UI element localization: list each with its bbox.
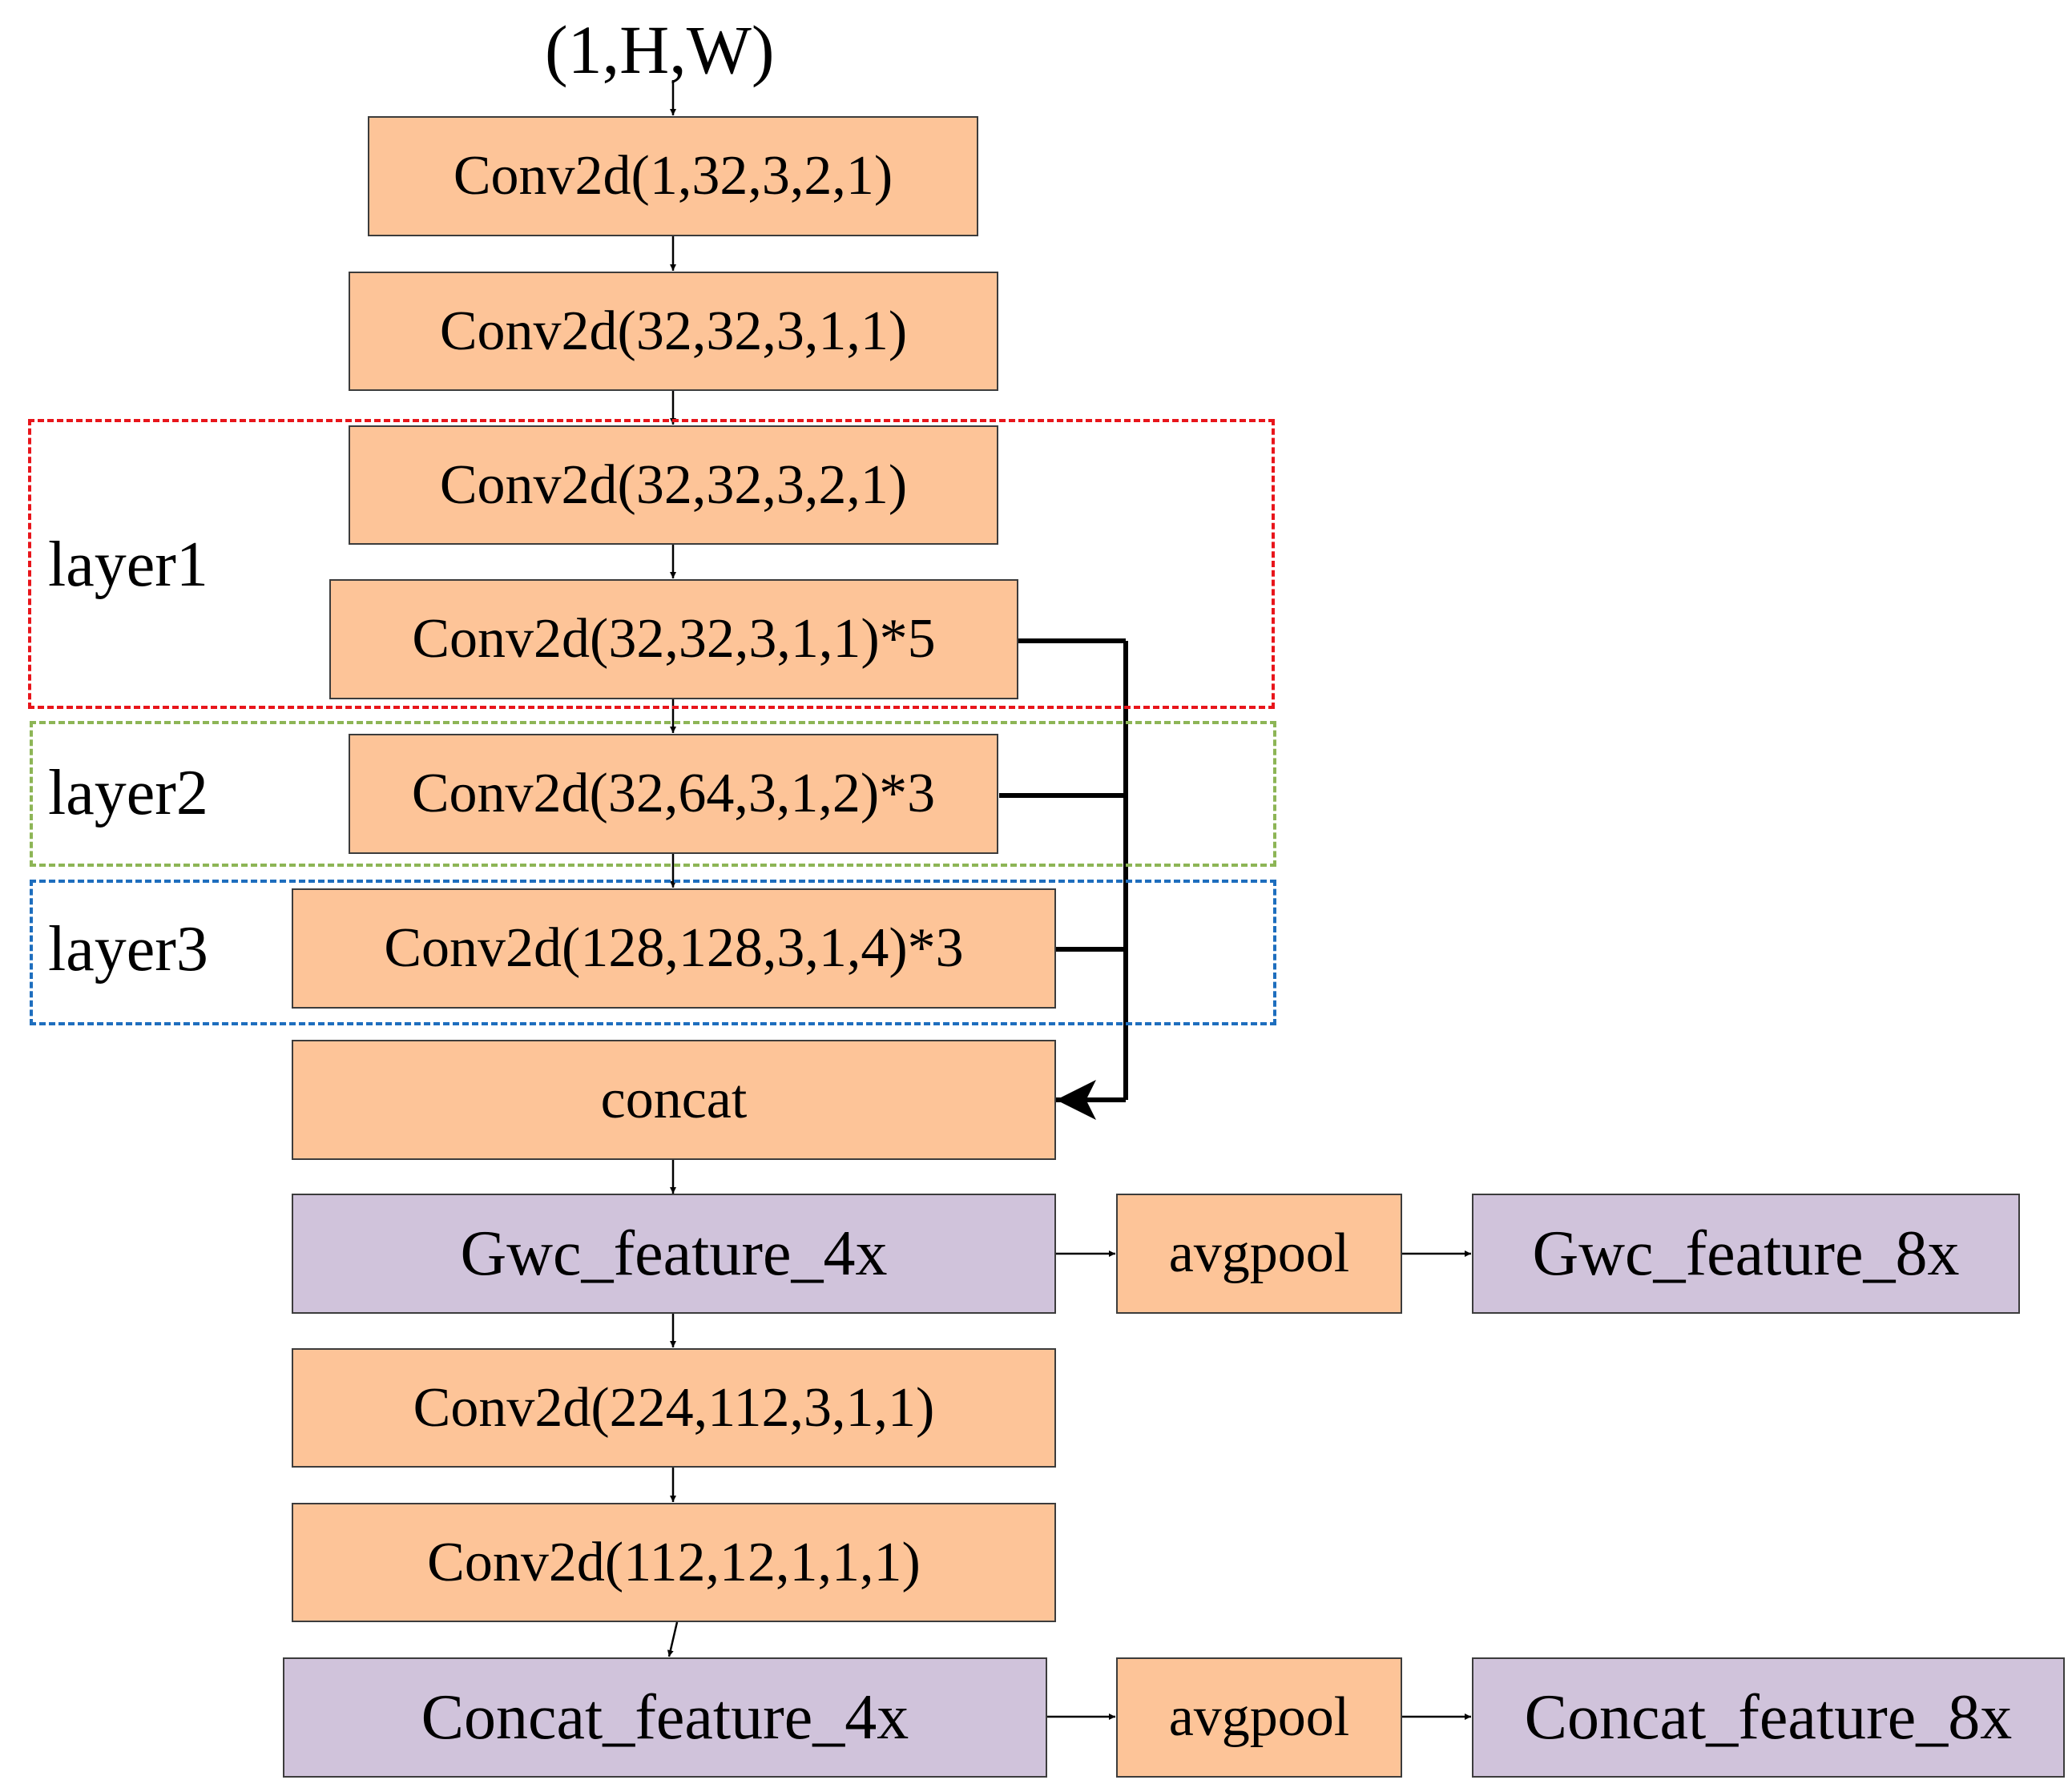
concat-feature-4x-block: Concat_feature_4x bbox=[283, 1657, 1047, 1778]
layer2-group-frame bbox=[30, 721, 1276, 867]
layer3-label: layer3 bbox=[48, 914, 208, 985]
layer2-label: layer2 bbox=[48, 758, 208, 828]
gwc-feature-8x-block: Gwc_feature_8x bbox=[1472, 1194, 2020, 1314]
conv6-block: Conv2d(128,128,3,1,4)*3 bbox=[292, 888, 1056, 1009]
avgpool-block-1: avgpool bbox=[1116, 1194, 1402, 1314]
conv7-block: Conv2d(224,112,3,1,1) bbox=[292, 1348, 1056, 1468]
layer3-group-frame bbox=[30, 880, 1276, 1025]
conv2-block: Conv2d(32,32,3,1,1) bbox=[349, 272, 998, 391]
layer1-group-frame bbox=[28, 419, 1275, 709]
concat-block: concat bbox=[292, 1040, 1056, 1160]
conv4-block: Conv2d(32,32,3,1,1)*5 bbox=[329, 579, 1018, 699]
conv8-block: Conv2d(112,12,1,1,1) bbox=[292, 1503, 1056, 1622]
conv1-block: Conv2d(1,32,3,2,1) bbox=[368, 116, 978, 236]
conv5-block: Conv2d(32,64,3,1,2)*3 bbox=[349, 734, 998, 854]
input-shape-label: (1,H,W) bbox=[545, 11, 775, 88]
conv3-block: Conv2d(32,32,3,2,1) bbox=[349, 425, 998, 545]
gwc-feature-4x-block: Gwc_feature_4x bbox=[292, 1194, 1056, 1314]
layer1-label: layer1 bbox=[48, 530, 208, 600]
concat-feature-8x-block: Concat_feature_8x bbox=[1472, 1657, 2065, 1778]
arrow-conv8-concat4x bbox=[667, 1621, 679, 1657]
avgpool-block-2: avgpool bbox=[1116, 1657, 1402, 1778]
